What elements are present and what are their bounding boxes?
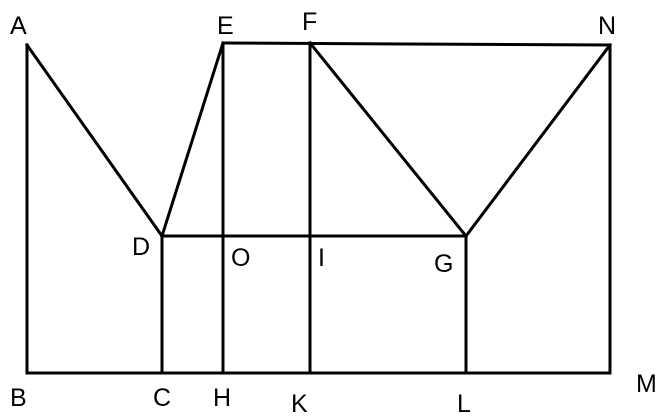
label-point-e: E (217, 12, 234, 40)
segment-ad (24, 42, 165, 239)
label-point-d: D (132, 233, 150, 261)
label-point-g: G (434, 250, 453, 278)
segment-gn (463, 42, 613, 239)
label-point-a: A (10, 12, 27, 40)
label-point-b: B (10, 384, 27, 412)
label-point-h: H (213, 384, 231, 412)
label-point-k: K (291, 390, 308, 417)
label-point-l: L (457, 390, 471, 417)
label-point-m: M (636, 370, 657, 398)
segment-de (160, 41, 225, 238)
diagram-segments (24, 40, 613, 375)
label-point-c: C (153, 384, 171, 412)
diagram-labels: A E F N D O I G B C H K L M (10, 8, 657, 417)
label-point-o: O (231, 244, 250, 272)
label-point-f: F (302, 8, 317, 36)
label-point-n: N (598, 12, 616, 40)
label-point-i: I (318, 244, 325, 272)
segment-fg (307, 40, 469, 239)
segment-en (221, 41, 612, 47)
